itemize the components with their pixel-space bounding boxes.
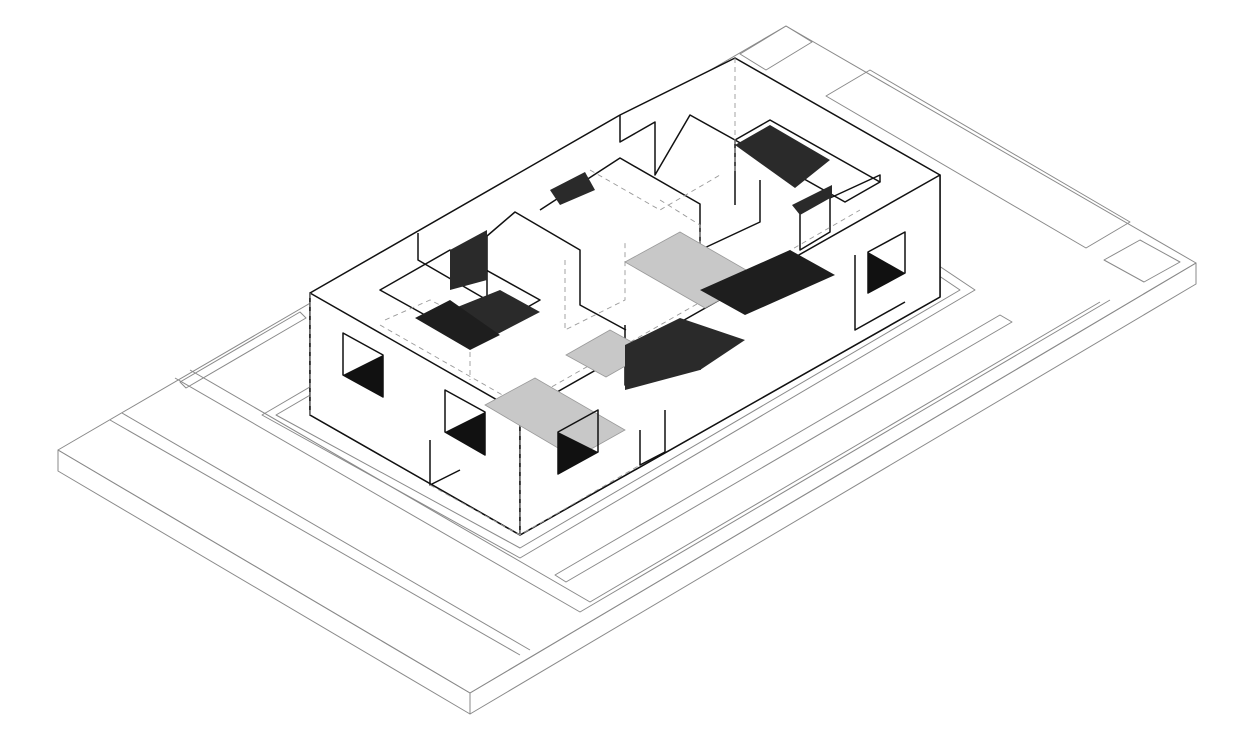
inner-wall — [799, 174, 881, 251]
inner-wall — [854, 255, 906, 331]
site-base — [57, 25, 1197, 715]
site-slab-right-face — [469, 262, 1197, 715]
shadow-plane — [625, 318, 745, 390]
window-opening — [342, 332, 384, 398]
garden-bed — [179, 311, 307, 389]
window-opening — [444, 389, 486, 456]
shadow-plane — [792, 185, 832, 215]
hidden-line — [564, 240, 626, 331]
shadow-plane — [415, 300, 500, 350]
shadow-plane — [550, 172, 595, 205]
site-boundary-strip — [174, 299, 1111, 613]
parking-bay — [739, 25, 813, 71]
shadow-plane — [450, 290, 540, 338]
site-slab-front-face — [57, 449, 471, 715]
shadow-plane — [450, 230, 487, 290]
road-line — [121, 412, 531, 651]
site-boundary-strip — [189, 301, 1101, 603]
inner-wall — [639, 410, 666, 466]
garden-bed — [554, 314, 1013, 583]
skylight-courtyard — [484, 377, 626, 459]
shadow-plane — [700, 250, 835, 315]
hidden-line — [589, 169, 721, 211]
hidden-line — [429, 464, 641, 536]
parking-strip — [825, 69, 1131, 249]
parking-bay — [1103, 239, 1181, 283]
road-line — [109, 419, 521, 656]
building-mass — [309, 57, 941, 536]
window-opening — [557, 409, 599, 475]
shadow-plane — [735, 125, 830, 188]
window-opening — [867, 231, 906, 294]
hidden-line — [659, 199, 761, 291]
inner-wall — [417, 211, 627, 331]
